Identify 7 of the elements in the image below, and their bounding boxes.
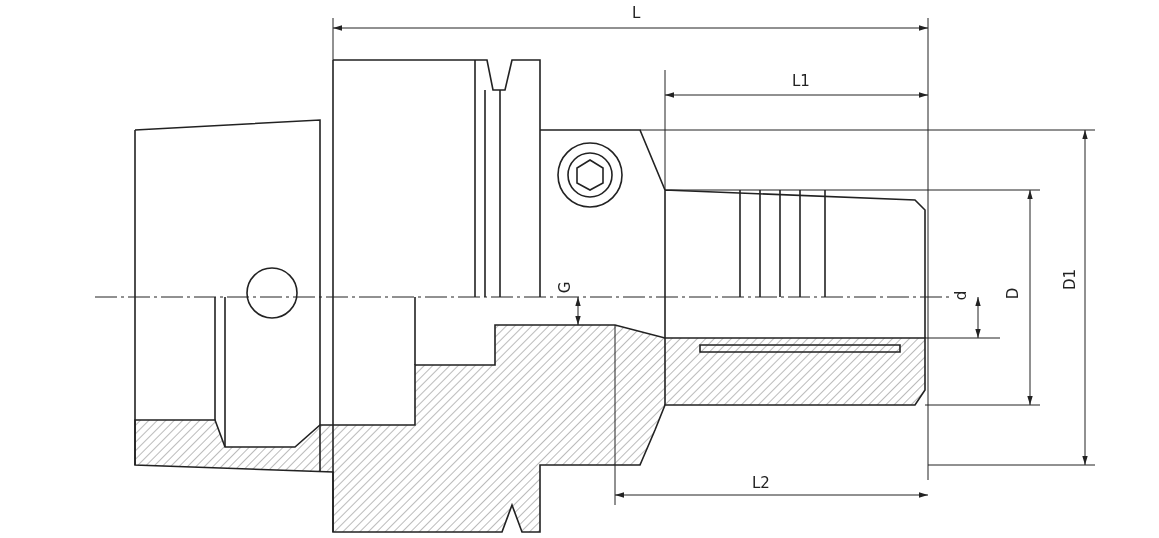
dimension-label: L bbox=[632, 6, 641, 21]
dimension-label: L1 bbox=[792, 74, 810, 89]
dimension-label: G bbox=[558, 281, 574, 294]
dimension-label: d bbox=[954, 290, 970, 301]
dimension-label: D1 bbox=[1063, 268, 1079, 291]
dimension-label: D bbox=[1006, 287, 1022, 300]
dimension-label: L2 bbox=[752, 476, 770, 491]
